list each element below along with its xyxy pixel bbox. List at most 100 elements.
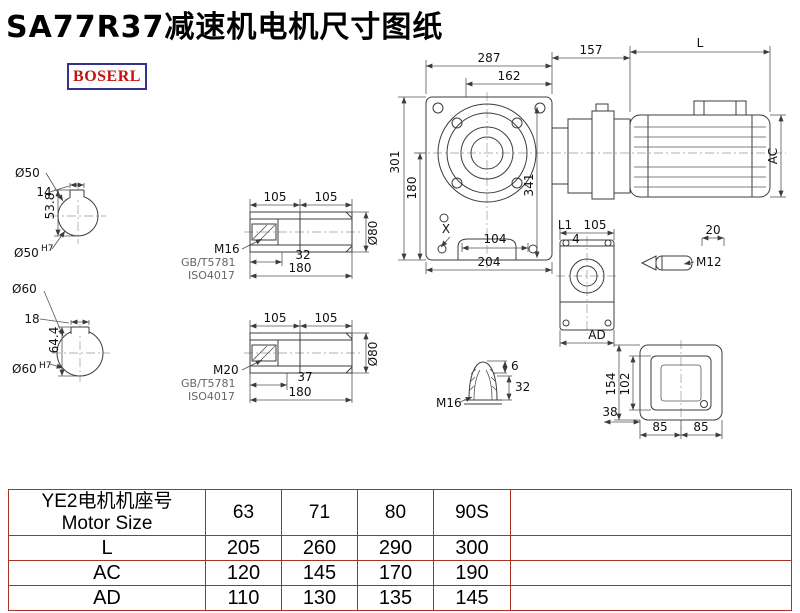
retaining-bolt-2 <box>251 344 277 362</box>
dim-162: 162 <box>498 69 521 83</box>
label-m12: M12 <box>696 255 722 269</box>
AC-80: 170 <box>357 560 434 586</box>
dim-157: 157 <box>580 43 603 57</box>
AD-80: 135 <box>357 585 434 611</box>
dim-102: 102 <box>618 373 632 396</box>
row-label-AC: AC <box>8 560 206 586</box>
dim-keyw-14: 14 <box>36 185 51 199</box>
AD-90s: 145 <box>433 585 511 611</box>
dim-32: 32 <box>295 248 310 262</box>
label-dia50: Ø50 <box>15 166 40 180</box>
label-dia60h7: Ø60 <box>12 362 37 376</box>
label-std2-1: ISO4017 <box>188 269 235 282</box>
dim-287: 287 <box>478 51 501 65</box>
adapter <box>551 127 569 185</box>
L-90s: 300 <box>433 535 511 561</box>
end-view-inner <box>650 355 712 411</box>
empty-cell <box>510 560 792 586</box>
bolt-tip <box>640 255 657 271</box>
aux-body <box>559 239 615 331</box>
dim-85b: 85 <box>693 420 708 434</box>
table-row-AC: AC 120 145 170 190 <box>8 560 792 586</box>
header-motor-size-en: Motor Size <box>61 512 153 534</box>
dim-32-cap: 32 <box>515 380 530 394</box>
L-80: 290 <box>357 535 434 561</box>
cap-view: 6 32 M16 <box>436 359 530 410</box>
size-71: 71 <box>281 489 358 536</box>
empty-cell <box>510 489 792 536</box>
dim-AC: AC <box>766 148 780 164</box>
retaining-bolt-1 <box>251 223 277 241</box>
dim-105-aux: 105 <box>584 218 607 232</box>
label-m20-bolt: M20 <box>213 363 239 377</box>
dim-204: 204 <box>478 255 501 269</box>
cap-outline <box>468 361 498 401</box>
table-row-L: L 205 260 290 300 <box>8 535 792 561</box>
technical-drawing: L 157 287 162 301 180 341 AC X 104 204 <box>12 36 786 439</box>
dim-X: X <box>442 222 450 236</box>
page-title: SA77R37减速机电机尺寸图纸 <box>6 10 444 45</box>
dim-85a: 85 <box>652 420 667 434</box>
L-63: 205 <box>205 535 282 561</box>
motor-end-view: 154 102 38 85 85 <box>602 340 723 439</box>
terminal-box <box>693 100 747 116</box>
shaft-end-view-2: 105 105 37 180 Ø80 M20 GB/T5781 ISO4017 <box>181 311 380 403</box>
label-std1-2: GB/T5781 <box>181 377 236 390</box>
dim-37: 37 <box>297 370 312 384</box>
brand-logo: BOSERL <box>67 63 147 90</box>
dim-104: 104 <box>484 232 507 246</box>
table-header-row: YE2电机机座号 Motor Size 63 71 80 90S <box>8 489 792 536</box>
header-motor-size: YE2电机机座号 Motor Size <box>8 489 206 536</box>
dim-AD: AD <box>588 328 605 342</box>
dim-301: 301 <box>388 151 402 174</box>
dim-180-2: 180 <box>289 385 312 399</box>
aux-top-view: L1 105 4 AD 20 M12 <box>556 218 725 347</box>
shaft-body-1 <box>249 211 353 253</box>
dim-105a-2: 105 <box>264 311 287 325</box>
label-std1-1: GB/T5781 <box>181 256 236 269</box>
dim-keyw-18: 18 <box>24 312 39 326</box>
label-m16-cap: M16 <box>436 396 462 410</box>
row-label-L: L <box>8 535 206 561</box>
header-motor-size-cn: YE2电机机座号 <box>41 490 173 512</box>
size-90s: 90S <box>433 489 511 536</box>
size-80: 80 <box>357 489 434 536</box>
shaft-end-view-1: 105 105 32 180 Ø80 M16 GB/T5781 ISO4017 <box>181 190 380 282</box>
AD-71: 130 <box>281 585 358 611</box>
dim-20: 20 <box>705 223 720 237</box>
AC-71: 145 <box>281 560 358 586</box>
base-arch <box>457 238 517 260</box>
dim-6: 6 <box>511 359 519 373</box>
dim-L1: L1 <box>558 218 572 232</box>
label-dia60: Ø60 <box>12 282 37 296</box>
empty-cell <box>510 585 792 611</box>
bore-section-50: 14 53.8 Ø50 Ø50 H7 <box>14 166 106 260</box>
AD-63: 110 <box>205 585 282 611</box>
label-m16-bolt: M16 <box>214 242 240 256</box>
L-71: 260 <box>281 535 358 561</box>
bore-section-60: 18 64.4 Ø60 Ø60 H7 <box>12 282 110 382</box>
dim-341: 341 <box>522 174 536 197</box>
dim-180: 180 <box>405 177 419 200</box>
row-label-AD: AD <box>8 585 206 611</box>
size-63: 63 <box>205 489 282 536</box>
label-std2-2: ISO4017 <box>188 390 235 403</box>
dim-keyd-64-4: 64.4 <box>47 327 61 354</box>
dim-105b-1: 105 <box>315 190 338 204</box>
AC-90s: 190 <box>433 560 511 586</box>
motor-size-table: YE2电机机座号 Motor Size 63 71 80 90S L 205 2… <box>8 489 792 611</box>
dim-105a-1: 105 <box>264 190 287 204</box>
main-view <box>416 92 786 268</box>
dim-105b-2: 105 <box>315 311 338 325</box>
dim-154: 154 <box>604 373 618 396</box>
dim-L: L <box>697 36 704 50</box>
AC-63: 120 <box>205 560 282 586</box>
dim-keyd-53-8: 53.8 <box>43 193 57 220</box>
shaft-body-2 <box>249 332 353 374</box>
label-dia60h7-sup: H7 <box>39 361 52 371</box>
empty-cell <box>510 535 792 561</box>
dim-dia80-1: Ø80 <box>366 221 380 246</box>
dim-4: 4 <box>572 232 580 246</box>
bolt-body <box>655 255 693 271</box>
